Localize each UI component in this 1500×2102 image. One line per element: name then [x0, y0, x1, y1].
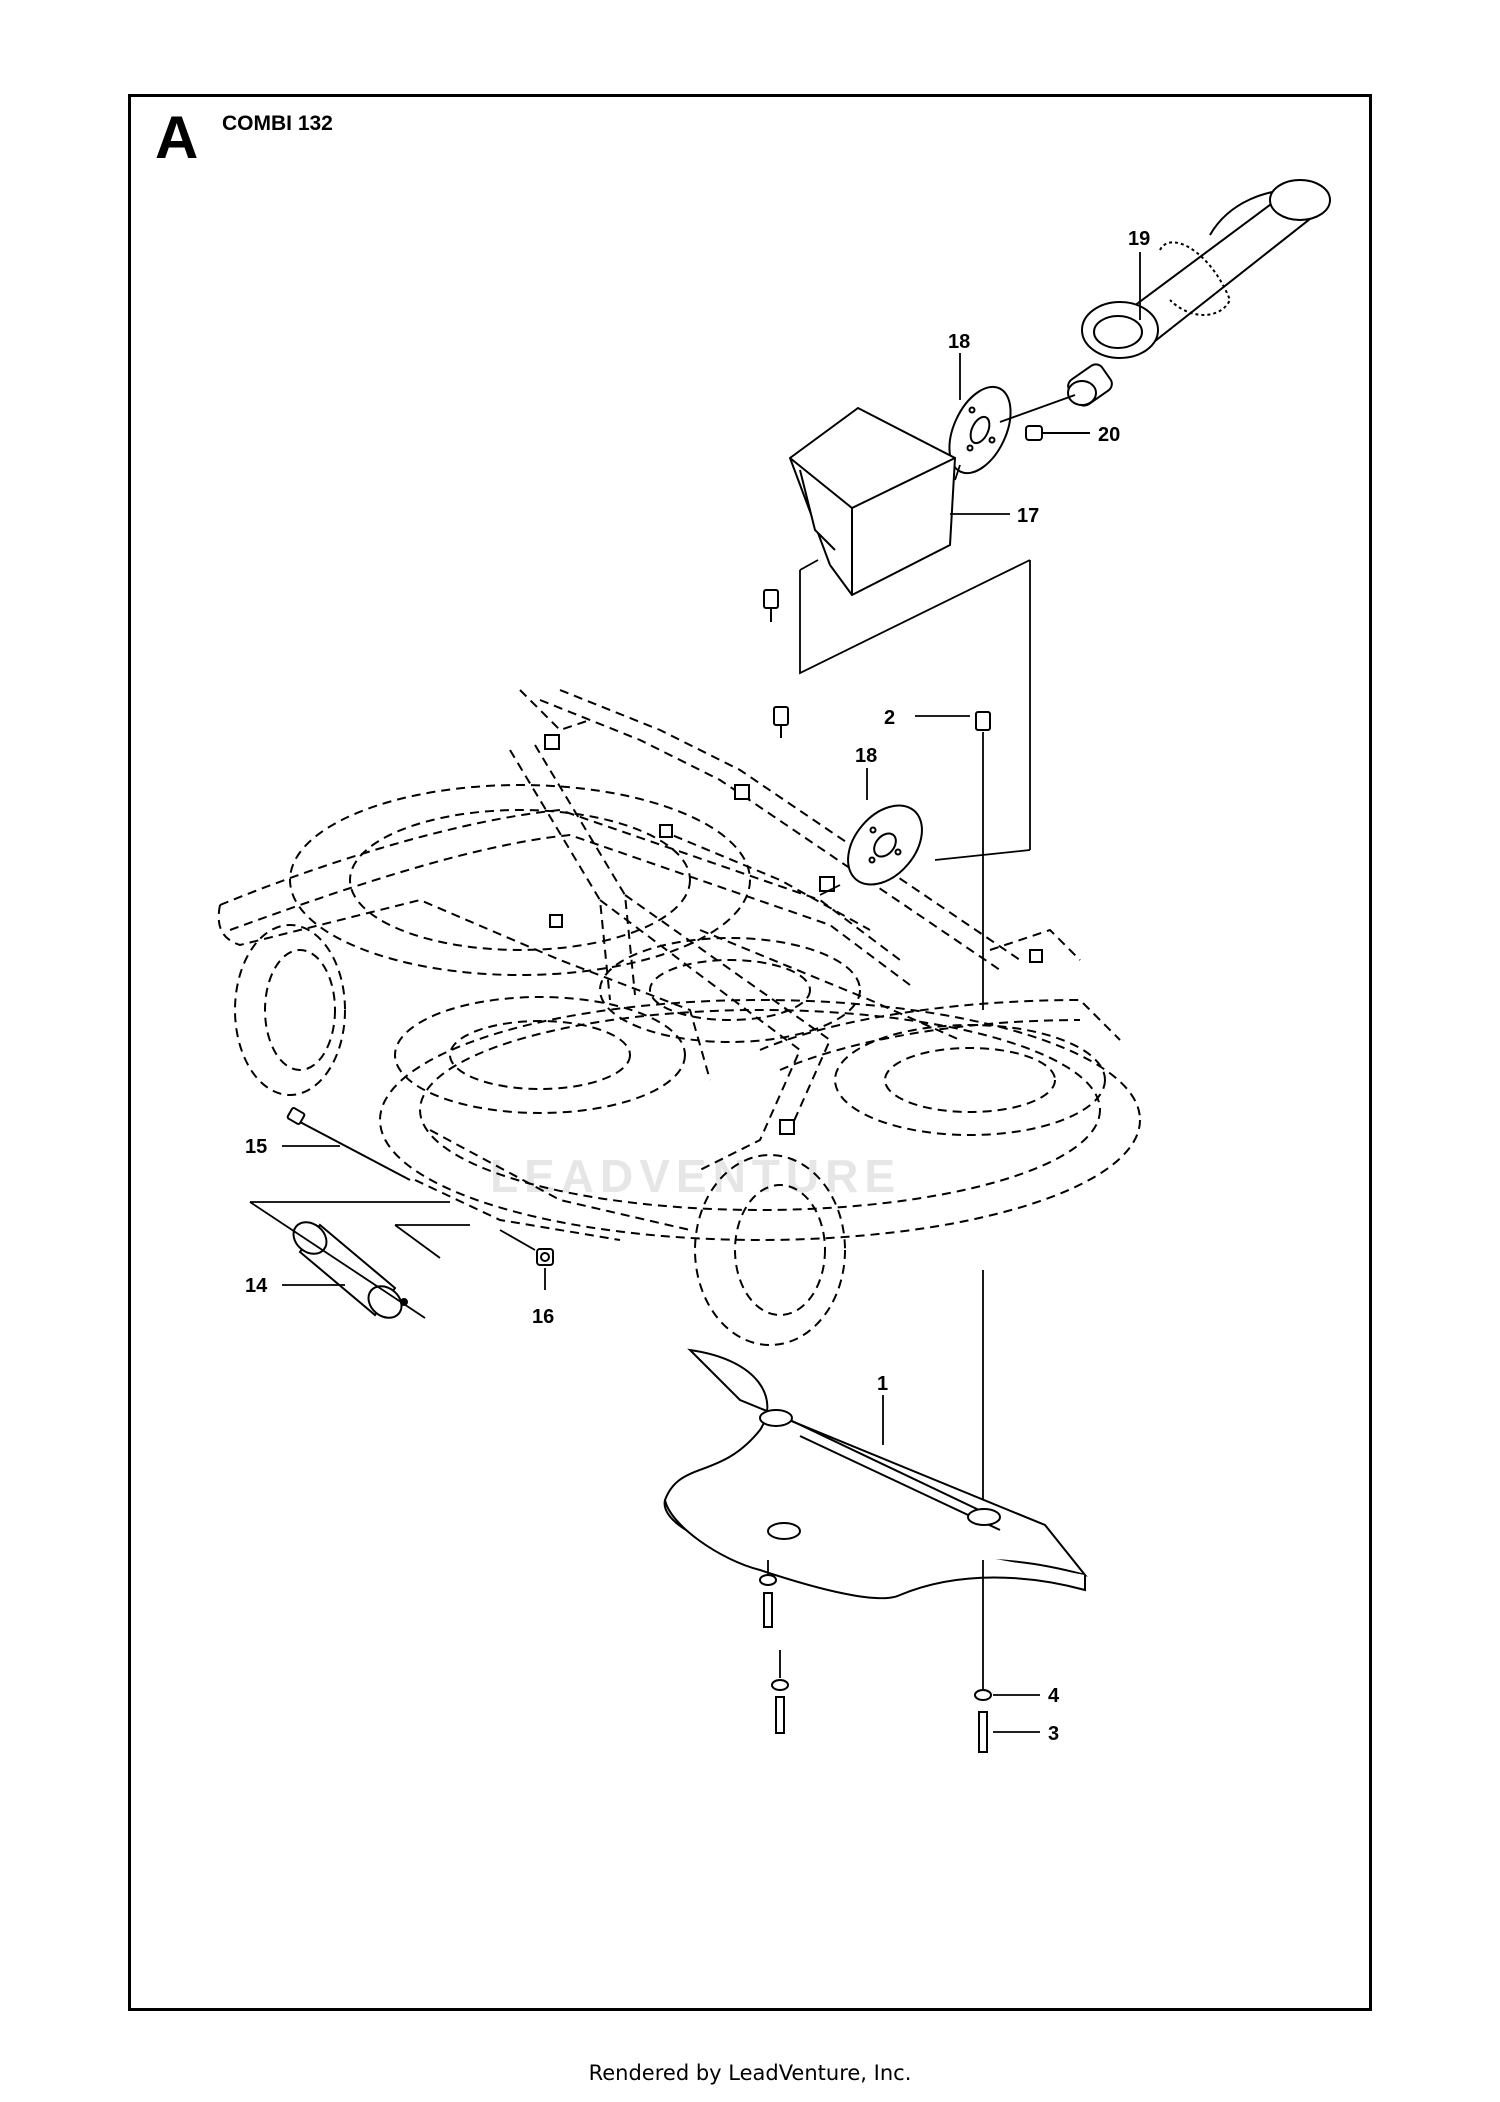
skid-plate-part-1 [663, 1348, 1088, 1600]
fasteners-parts-3-4 [759, 1574, 992, 1753]
flange-plate-part-18-lower [847, 804, 923, 886]
mower-deck [217, 689, 1141, 1346]
callout-20: 20 [1098, 424, 1120, 446]
callout-19: 19 [1128, 228, 1150, 250]
callout-18-upper: 18 [948, 331, 970, 353]
callout-1: 1 [877, 1373, 888, 1395]
guard-part-17 [788, 406, 957, 597]
callout-18-lower: 18 [855, 745, 877, 767]
callout-3: 3 [1048, 1723, 1059, 1745]
callout-2: 2 [884, 707, 895, 729]
roller-part-14 [292, 1221, 408, 1319]
leader-lines [249, 252, 1141, 1733]
deck-hardware [544, 734, 1043, 1135]
washer-part-4 [974, 1689, 992, 1701]
guard-nuts [763, 589, 789, 738]
callout-16: 16 [532, 1306, 554, 1328]
section-letter: A [155, 104, 199, 171]
callout-17: 17 [1017, 505, 1039, 527]
callout-numbers: 19 18 20 17 2 18 15 14 16 1 4 3 [245, 228, 1150, 1745]
model-title: COMBI 132 [222, 112, 333, 135]
callout-14: 14 [245, 1275, 268, 1297]
footer-credit: Rendered by LeadVenture, Inc. [588, 2061, 912, 2085]
bolt-part-15 [286, 1107, 411, 1181]
nut-part-16 [536, 1248, 554, 1266]
diagram-frame [128, 94, 1372, 2011]
stud-part-2 [975, 711, 991, 731]
flange-plate-part-18-upper [948, 385, 1012, 475]
watermark: LEADVENTURE [490, 1150, 901, 1202]
screw-part-3 [978, 1711, 988, 1753]
callout-4: 4 [1048, 1685, 1060, 1707]
callout-15: 15 [245, 1136, 267, 1158]
drive-shaft-part-19 [1067, 179, 1331, 407]
